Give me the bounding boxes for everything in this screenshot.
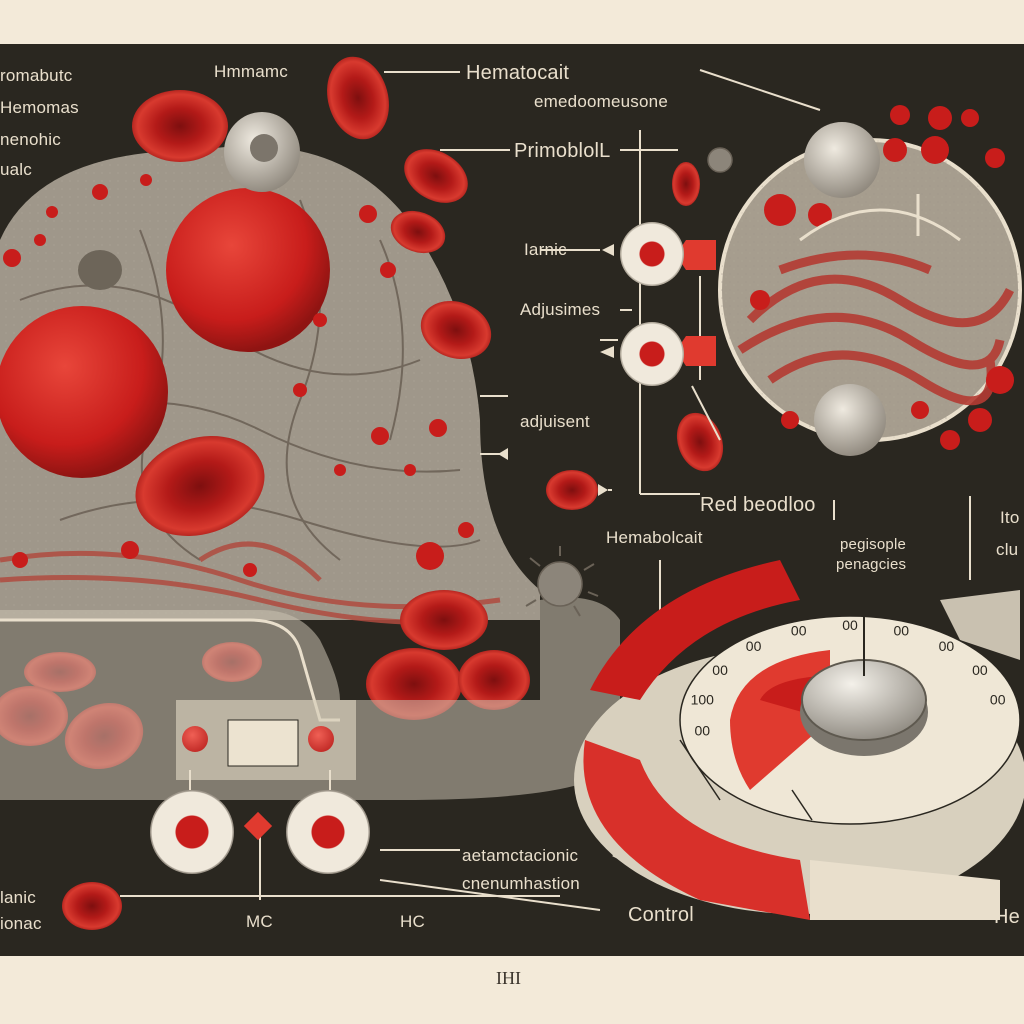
red-dots (3, 174, 474, 577)
dial-tick-label: 00 (894, 622, 910, 638)
label-control: Control (628, 904, 694, 926)
label-right-edge-1: Ito (1000, 508, 1020, 527)
dial-tick-label: 00 (990, 691, 1006, 707)
pointer-marker-1 (676, 240, 716, 270)
dial-tick-label: 00 (695, 723, 711, 739)
label-left-top-1: romabutc (0, 66, 73, 85)
label-left-top-2: Hemomas (0, 98, 79, 117)
label-bottom-left-2: ionac (0, 914, 42, 933)
label-right-edge-2: clu (996, 540, 1019, 559)
indicator-light-1[interactable] (182, 726, 208, 752)
dial-tick-label: 00 (746, 638, 762, 654)
magnified-view (718, 105, 1022, 456)
dial-tick-label: 00 (791, 622, 807, 638)
label-hemabolcait: Hemabolcait (606, 528, 703, 547)
label-iarnic: Iarnic (524, 240, 567, 259)
dial-tick-label: 100 (691, 691, 715, 707)
label-primoblol: PrimoblolL (514, 140, 611, 162)
dial-tick-label: 00 (842, 617, 858, 633)
label-hematocait: Hematocait (466, 62, 570, 84)
hc-button[interactable] (286, 790, 370, 874)
label-mc: MC (246, 912, 273, 931)
label-bottom-left-1: lanic (0, 888, 36, 907)
label-hmmamc: Hmmamc (214, 62, 288, 81)
label-hc: HC (400, 912, 425, 931)
large-red-sphere-1 (166, 188, 330, 352)
dial-tick-label: 00 (939, 638, 955, 654)
virus-particles (537, 147, 733, 607)
gray-cell-top (224, 112, 300, 192)
label-emedo: emedoomeusone (534, 92, 668, 111)
label-left-top-4: ualc (0, 160, 32, 179)
hemo-button-1[interactable] (620, 222, 684, 286)
label-adjuisent: adjuisent (520, 412, 590, 431)
label-hea: He (994, 906, 1020, 928)
pointer-marker-2 (676, 336, 716, 366)
footer-mark: IHI (496, 968, 521, 988)
virus-spikes (525, 546, 599, 617)
control-dial (574, 560, 1024, 920)
mc-button[interactable] (150, 790, 234, 874)
dish (0, 597, 620, 800)
dial-tick-label: 00 (972, 662, 988, 678)
label-left-top-3: nenohic (0, 130, 61, 149)
label-red-beodloo: Red beodloo (700, 494, 816, 516)
label-penagcies: penagcies (836, 556, 907, 573)
gray-nucleus-left (78, 250, 122, 290)
dial-tick-label: 00 (712, 662, 728, 678)
label-pegisople: pegisople (840, 536, 907, 553)
diamond-marker (243, 811, 273, 841)
label-adjusimes: Adjusimes (520, 300, 601, 319)
label-aetamc: aetamctacionic (462, 846, 579, 865)
hemo-button-2[interactable] (620, 322, 684, 386)
label-cnenum: cnenumhastion (462, 874, 580, 893)
indicator-light-2[interactable] (308, 726, 334, 752)
large-red-sphere-2 (0, 306, 168, 478)
